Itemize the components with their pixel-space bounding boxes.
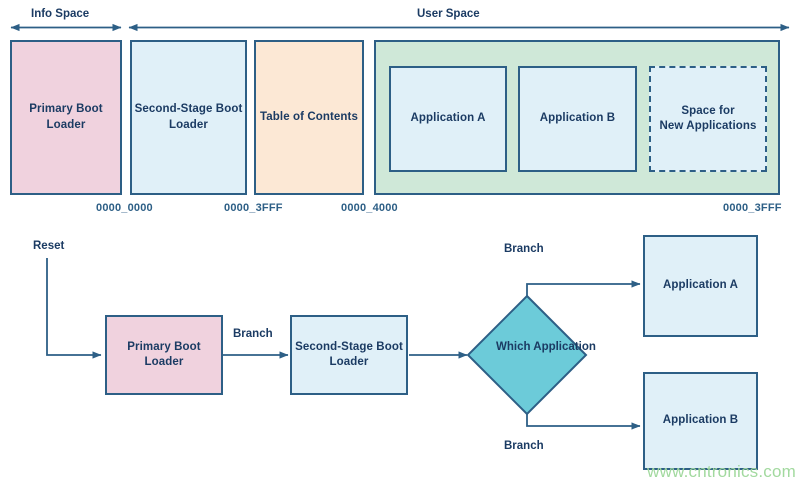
memory-region-table-of-contents: Table of Contents	[254, 40, 364, 195]
memory-region-second-stage-boot-loader: Second-Stage Boot Loader	[130, 40, 247, 195]
flow-node-which-application-diamond	[466, 294, 588, 416]
flow-edge-label-branch-primary: Branch	[233, 328, 273, 340]
flow-decision-label-which-application: Which Application	[496, 341, 596, 353]
flow-node-application-a: Application A	[643, 235, 758, 337]
flow-edge-label-branch-application-b: Branch	[504, 440, 544, 452]
info-space-label: Info Space	[31, 8, 90, 20]
memory-region-label: Table of Contents	[260, 110, 358, 123]
flow-edge-decision-to-application-a	[526, 280, 641, 296]
memory-region-label: Primary Boot Loader	[29, 103, 103, 131]
flow-node-primary-boot-loader: Primary Boot Loader	[105, 315, 223, 395]
flow-node-application-b: Application B	[643, 372, 758, 470]
flow-node-label: Primary Boot Loader	[127, 340, 201, 368]
application-space-item-application-a: Application A	[389, 66, 507, 172]
application-space-item-application-b: Application B	[518, 66, 637, 172]
address-label-user-start: 0000_4000	[341, 202, 398, 214]
flow-edge-decision-to-application-b	[526, 414, 641, 430]
flow-node-label: Application A	[663, 279, 738, 292]
address-label-start: 0000_0000	[96, 202, 153, 214]
flow-node-label: Application B	[662, 414, 739, 427]
flow-entry-label-reset: Reset	[33, 240, 65, 252]
memory-region-application-space: Application Space Application A Applicat…	[374, 40, 780, 195]
user-space-label: User Space	[417, 8, 480, 20]
application-space-item-label: Space for New Applications	[659, 104, 757, 132]
watermark-text: www.cntronics.com	[647, 462, 796, 481]
flow-edge-reset-to-primary	[46, 258, 102, 359]
flow-node-second-stage-boot-loader: Second-Stage Boot Loader	[290, 315, 408, 395]
flow-edge-label-branch-application-a: Branch	[504, 243, 544, 255]
address-label-info-end: 0000_3FFF	[224, 202, 283, 214]
application-space-item-space-for-new-applications: Space for New Applications	[649, 66, 767, 172]
memory-region-primary-boot-loader: Primary Boot Loader	[10, 40, 122, 195]
memory-region-label: Second-Stage Boot Loader	[134, 103, 243, 131]
application-space-item-label: Application A	[410, 112, 486, 125]
application-space-item-label: Application B	[539, 112, 616, 125]
address-label-user-end: 0000_3FFF	[723, 202, 782, 214]
flow-node-label: Second-Stage Boot Loader	[295, 340, 403, 368]
